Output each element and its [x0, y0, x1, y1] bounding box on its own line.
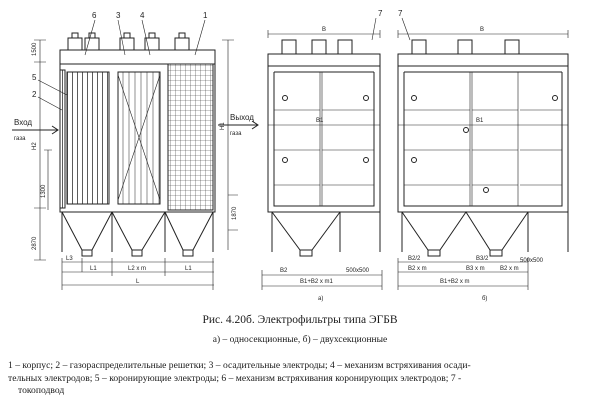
discharge-electrodes [66, 71, 110, 205]
svg-text:L1: L1 [90, 266, 97, 272]
inlet-arrow [12, 125, 59, 135]
svg-text:B2 x m: B2 x m [408, 266, 427, 272]
svg-text:B1: B1 [316, 118, 324, 124]
svg-text:L3: L3 [66, 256, 73, 262]
svg-text:б): б) [482, 296, 487, 302]
svg-text:1: 1 [203, 11, 208, 20]
svg-text:1300: 1300 [41, 184, 47, 198]
svg-text:B3/2: B3/2 [476, 256, 489, 262]
left-longitudinal-view [12, 19, 259, 290]
svg-text:1870: 1870 [232, 206, 238, 220]
svg-text:a): a) [318, 296, 323, 302]
svg-text:6: 6 [92, 11, 97, 20]
svg-text:3: 3 [116, 11, 121, 20]
single-section-labels: 7 B B1 B2 500x500 B1+B2 x m1 a) [280, 9, 383, 302]
legend-line: токоподвод [18, 385, 65, 396]
svg-text:L2 x m: L2 x m [128, 266, 146, 272]
svg-text:2: 2 [32, 90, 37, 99]
figure-subcaption: а) – односекционные, б) – двухсекционные [212, 335, 388, 345]
housing-grid [167, 63, 214, 211]
svg-text:газа: газа [230, 131, 242, 137]
hoppers [61, 211, 214, 251]
svg-text:B2/2: B2/2 [408, 256, 421, 262]
svg-text:L: L [136, 279, 140, 285]
svg-text:B2: B2 [280, 268, 288, 274]
svg-text:B1: B1 [476, 118, 484, 124]
svg-text:L1: L1 [185, 266, 192, 272]
single-section-view [261, 17, 383, 290]
outlet-arrow [218, 120, 259, 130]
svg-text:H2: H2 [32, 142, 38, 150]
svg-text:Выход: Выход [230, 113, 254, 122]
svg-text:B1+B2 x m1: B1+B2 x m1 [300, 279, 334, 285]
svg-text:4: 4 [140, 11, 145, 20]
svg-text:B1+B2 x m: B1+B2 x m [440, 279, 470, 285]
figure-legend: 1 – корпус; 2 – газораспределительные ре… [8, 360, 593, 398]
two-section-view [397, 17, 569, 290]
insulator-boxes [67, 32, 190, 51]
svg-text:2870: 2870 [32, 236, 38, 250]
svg-text:B: B [480, 27, 484, 33]
svg-text:500x500: 500x500 [346, 268, 370, 274]
legend-line: тельных электродов; 5 – коронирующие эле… [8, 372, 462, 384]
svg-text:500x500: 500x500 [520, 258, 544, 264]
svg-text:газа: газа [14, 136, 26, 142]
svg-text:H1: H1 [220, 122, 226, 130]
svg-text:7: 7 [398, 9, 403, 18]
svg-text:5: 5 [32, 73, 37, 82]
electrostatic-precipitator-drawing: 6 3 4 1 5 2 Вход газа Выход газа 1500 H2… [12, 9, 569, 302]
svg-text:1500: 1500 [32, 42, 38, 56]
left-view-labels: 6 3 4 1 5 2 Вход газа Выход газа 1500 H2… [14, 11, 254, 285]
svg-text:B2 x m: B2 x m [500, 266, 519, 272]
legend-line: 1 – корпус; 2 – газораспределительные ре… [8, 360, 471, 371]
two-section-labels: 7 B B1 B2/2 B3/2 B2 x m B3 x m B2 x m 50… [398, 9, 544, 302]
svg-text:7: 7 [378, 9, 383, 18]
svg-text:B: B [322, 27, 326, 33]
gas-distribution-grid [59, 69, 66, 209]
svg-text:B3 x m: B3 x m [466, 266, 485, 272]
figure-caption: Рис. 4.20б. Электрофильтры типа ЭГБВ [202, 314, 398, 326]
svg-text:Вход: Вход [14, 118, 32, 127]
